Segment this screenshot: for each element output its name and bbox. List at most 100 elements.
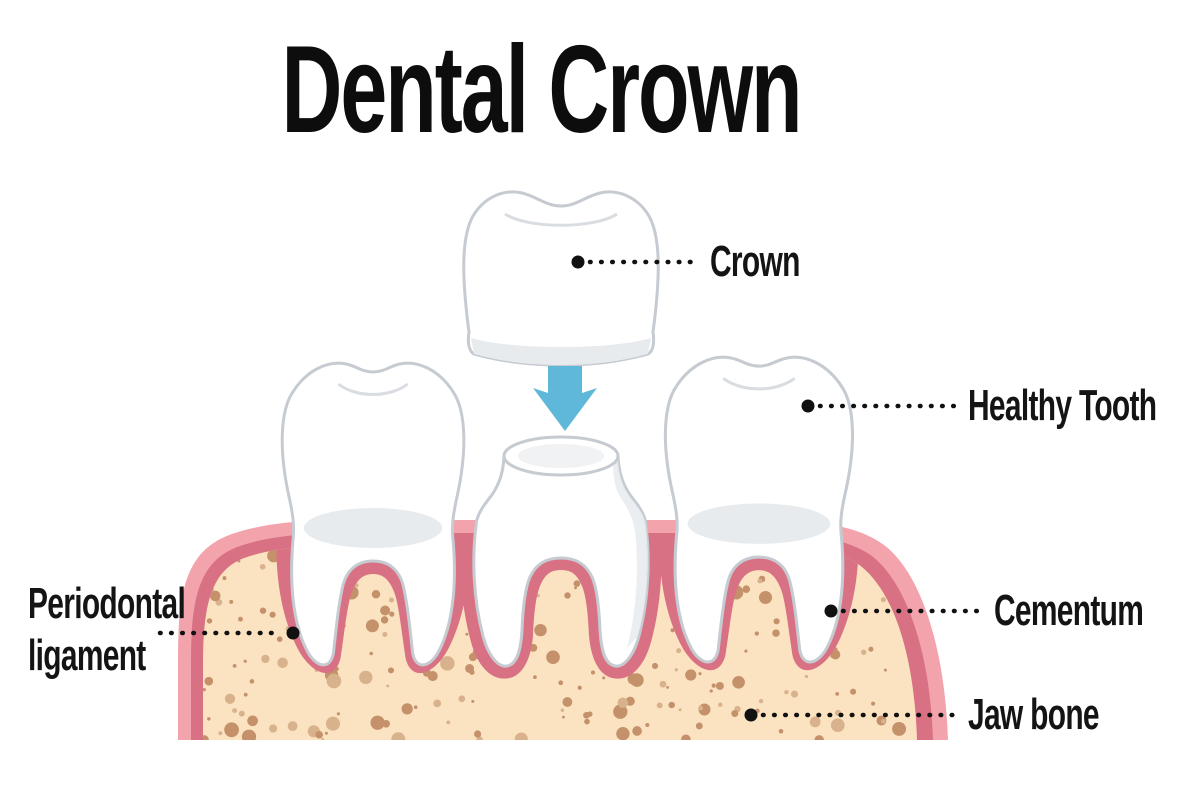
bone-speckle xyxy=(401,703,413,715)
bone-speckle xyxy=(315,731,323,739)
bone-speckle xyxy=(321,737,325,740)
bone-speckle xyxy=(656,702,663,709)
bone-speckle xyxy=(731,709,739,718)
bone-speckle xyxy=(898,545,911,549)
crown-leader-dot xyxy=(571,255,585,269)
bone-speckle xyxy=(924,583,931,590)
bone-speckle xyxy=(232,663,237,668)
jaw-bone-leader-dot xyxy=(744,708,758,722)
bone-speckle xyxy=(685,669,697,681)
bone-speckle xyxy=(238,710,245,717)
bone-speckle xyxy=(861,649,867,655)
bone-speckle xyxy=(387,667,395,674)
bone-speckle xyxy=(269,724,278,733)
bone-speckle xyxy=(469,669,475,675)
bone-speckle xyxy=(216,536,219,539)
bone-speckle xyxy=(476,736,483,740)
healthy-tooth-right xyxy=(663,355,855,664)
bone-speckle xyxy=(224,722,239,738)
crown-bottom-shading xyxy=(471,338,651,365)
bone-speckle xyxy=(573,580,581,587)
bone-speckle xyxy=(809,716,821,728)
bone-speckle xyxy=(380,616,389,624)
bone-speckle xyxy=(917,561,921,565)
bone-speckle xyxy=(534,623,547,637)
bone-speckle xyxy=(370,715,385,730)
bone-speckle xyxy=(773,618,780,625)
bone-speckle xyxy=(914,529,928,543)
bone-speckle xyxy=(584,718,590,725)
crown-label: Crown xyxy=(710,237,800,287)
page-title: Dental Crown xyxy=(281,21,803,159)
bone-speckle xyxy=(602,676,606,680)
bone-speckle xyxy=(616,727,630,740)
bone-speckle xyxy=(564,592,571,599)
periodontal-ligament-label: Periodontal ligament xyxy=(28,579,186,680)
bone-speckle xyxy=(910,559,917,570)
bone-speckle xyxy=(388,597,395,603)
bone-speckle xyxy=(269,611,276,618)
bone-speckle xyxy=(386,684,390,688)
prepared-tooth-body xyxy=(472,455,650,668)
bone-speckle xyxy=(413,705,418,709)
bone-speckle xyxy=(433,699,442,708)
bone-speckle xyxy=(659,680,667,688)
tooth-cusp-crease xyxy=(337,382,409,396)
bone-speckle xyxy=(758,590,773,605)
bone-speckle xyxy=(324,731,328,735)
bone-speckle xyxy=(465,632,469,636)
bone-speckle xyxy=(830,649,841,660)
bone-speckle xyxy=(326,673,342,689)
bone-speckle xyxy=(203,545,208,548)
bone-speckle xyxy=(583,711,590,719)
bone-speckle xyxy=(698,672,702,676)
healthy-tooth-leader-dot xyxy=(801,399,815,413)
down-arrow-icon xyxy=(533,366,597,431)
bone-speckle xyxy=(880,597,886,603)
bone-speckle xyxy=(670,628,675,633)
bone-speckle xyxy=(754,631,759,636)
bone-speckle xyxy=(562,697,573,707)
tooth-shading xyxy=(303,508,443,548)
jaw-bone-label: Jaw bone xyxy=(968,690,1100,740)
bone-speckle xyxy=(742,585,751,593)
bone-speckle xyxy=(709,689,713,693)
healthy-tooth-label: Healthy Tooth xyxy=(968,381,1157,431)
bone-speckle xyxy=(259,563,266,570)
bone-speckle xyxy=(203,735,209,740)
prepared-tooth-shading xyxy=(613,460,648,648)
bone-speckle xyxy=(206,618,213,624)
bone-speckle xyxy=(238,616,243,622)
tooth-cusp-crease xyxy=(722,377,796,391)
bone-speckle xyxy=(446,720,451,725)
bone-speckle xyxy=(558,680,564,686)
bone-speckle xyxy=(613,704,628,719)
bone-speckle xyxy=(715,681,724,690)
bone-speckle xyxy=(359,670,373,685)
leader-dots xyxy=(286,255,838,722)
bone-speckle xyxy=(369,651,373,656)
bone-speckle xyxy=(207,717,211,721)
bone-speckle xyxy=(458,695,466,703)
bone-speckle xyxy=(850,688,857,695)
bone-speckle xyxy=(790,690,799,698)
bone-speckle xyxy=(222,576,227,581)
cementum-leader-dot xyxy=(824,604,838,618)
bone-speckle xyxy=(651,662,659,670)
bone-speckle xyxy=(632,726,642,736)
bone-speckle xyxy=(249,679,255,684)
bone-speckle xyxy=(883,668,887,672)
bone-speckle xyxy=(241,729,257,740)
bone-speckle xyxy=(371,589,381,599)
bone-speckle xyxy=(243,692,248,697)
bone-speckle xyxy=(536,594,540,598)
bone-speckle xyxy=(474,730,482,738)
bone-speckle xyxy=(711,683,716,688)
bone-speckle xyxy=(590,670,596,675)
bone-speckle xyxy=(718,702,723,707)
bone-speckle xyxy=(533,675,537,679)
cementum-label: Cementum xyxy=(994,586,1144,636)
bone-speckle xyxy=(365,619,379,633)
bone-speckle xyxy=(772,629,780,637)
